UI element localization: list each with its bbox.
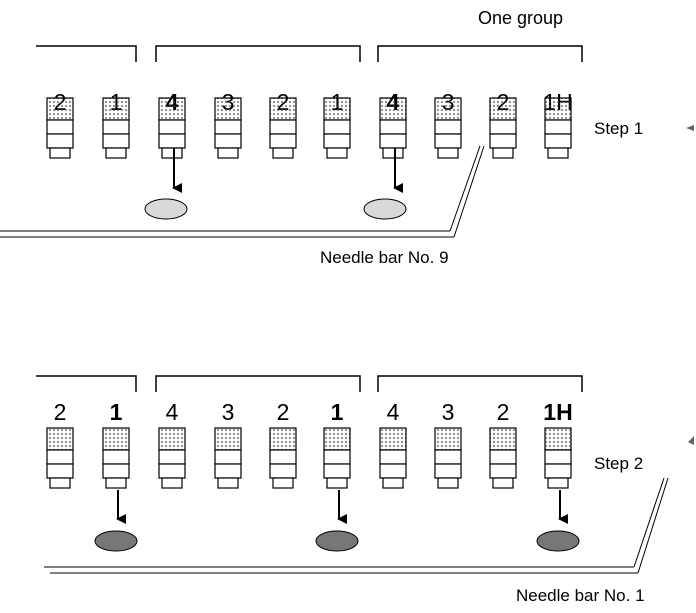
- needle-bar-rail: [449, 145, 481, 232]
- needle-bar-icon: [489, 427, 517, 489]
- needle-bar-rail: [633, 477, 665, 568]
- step-pointer-icon: [688, 436, 694, 445]
- needle-row: [46, 97, 572, 159]
- needle-number: 1: [110, 399, 123, 425]
- needle-bar-icon: [214, 427, 242, 489]
- group-bracket-left: [36, 45, 137, 62]
- needle-bar-icon: [544, 97, 572, 159]
- fabric-spots: [94, 530, 580, 552]
- stitch-spot: [536, 530, 580, 552]
- needle-bar-icon: [214, 97, 242, 159]
- needle-number: 4: [387, 399, 400, 425]
- step-label: Step 2: [594, 454, 643, 473]
- needle-bar-icon: [544, 427, 572, 489]
- stitch-spot: [315, 530, 359, 552]
- needle-bar-icon: [434, 427, 462, 489]
- needle-bar-icon: [323, 427, 351, 489]
- needle-number: 3: [222, 399, 235, 425]
- needle-bar-label: Needle bar No. 9: [320, 248, 449, 267]
- group-bracket-middle: [155, 375, 361, 392]
- needle-number: 3: [442, 399, 455, 425]
- needle-bar-icon: [102, 427, 130, 489]
- group-bracket-middle: [155, 45, 361, 62]
- needle-bar-icon: [46, 97, 74, 159]
- step-2-panel: 2 1 4 3 2 1 4 3 2 1H Step 2 Needle bar No. 1: [36, 375, 694, 605]
- needle-number-row: 2 1 4 3 2 1 4 3 2 1H: [54, 399, 573, 425]
- group-bracket-left: [36, 375, 137, 392]
- needle-bar-icon: [434, 97, 462, 159]
- needle-drop-arrows: [116, 490, 568, 524]
- needle-number: 1: [331, 399, 344, 425]
- group-bracket-right: [377, 45, 583, 62]
- needle-bar-icon: [379, 427, 407, 489]
- group-bracket-right: [377, 375, 583, 392]
- needle-bar-icon: [269, 427, 297, 489]
- needle-bar-icon: [46, 427, 74, 489]
- needle-bar-icon: [323, 97, 351, 159]
- step-label: Step 1: [594, 119, 643, 138]
- needle-number: 2: [497, 399, 510, 425]
- needle-number: 2: [277, 399, 290, 425]
- needle-number: 4: [166, 399, 179, 425]
- needle-bar-rail: [637, 477, 669, 574]
- needle-drop-arrows: [172, 148, 403, 193]
- fabric-spots: [144, 198, 407, 220]
- stitch-spot: [94, 530, 138, 552]
- needle-row: [46, 427, 572, 489]
- needle-bar-icon: [158, 427, 186, 489]
- step-pointer-icon: [686, 125, 694, 131]
- needle-number: 1H: [543, 399, 572, 425]
- needle-bar-icon: [102, 97, 130, 159]
- needle-bar-icon: [489, 97, 517, 159]
- stitch-spot: [363, 198, 407, 220]
- needle-bar-label: Needle bar No. 1: [516, 586, 645, 605]
- needle-bar-icon: [379, 97, 407, 159]
- needle-bar-rail: [453, 145, 485, 238]
- stitch-spot: [144, 198, 188, 220]
- needle-number: 2: [54, 399, 67, 425]
- group-label: One group: [478, 8, 563, 28]
- needle-bar-icon: [269, 97, 297, 159]
- needle-bar-icon: [158, 97, 186, 159]
